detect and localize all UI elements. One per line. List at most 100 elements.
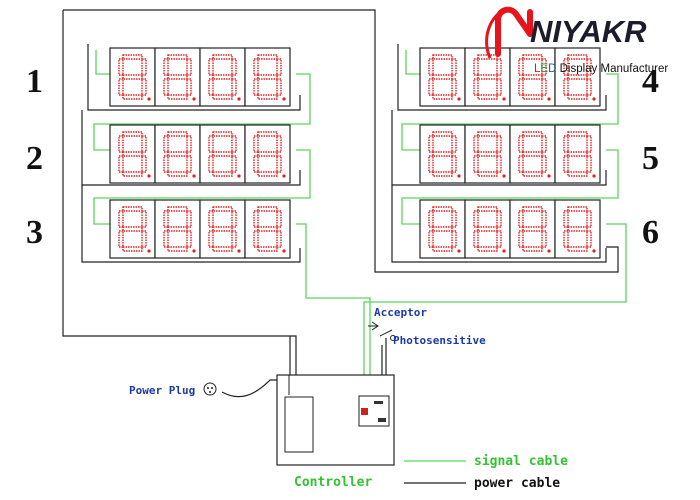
led-segment [522,131,543,137]
led-segment [477,131,498,137]
row-number-6: 6 [642,214,659,251]
power-cable-row5 [391,110,607,186]
digit-module [244,124,291,184]
led-segment [167,246,188,252]
led-segment [122,206,143,212]
digit-module [464,124,511,184]
signal-row3-to-controller [296,223,371,395]
led-segment [522,206,543,212]
led-segment [567,226,588,232]
led-segment [257,246,278,252]
led-segment [432,206,453,212]
power-plug-cable [221,379,279,398]
led-segment [122,226,143,232]
led-dot [282,97,286,101]
digit-frame [109,124,156,184]
power-supply-unit [284,396,314,453]
led-dot [457,174,461,178]
row-number-1: 1 [26,63,43,100]
power-cable-row4 [397,44,607,111]
digit-frame [554,47,601,107]
digit-frame [554,199,601,259]
led-segment [212,94,233,100]
brand-logo: NIYAKR LED Display Manufacturer [485,6,668,75]
power-cable-row2 [81,110,301,186]
digit-frame [244,47,291,107]
digit-frame [244,199,291,259]
digit-module [154,47,201,107]
led-segment [477,206,498,212]
led-segment [567,151,588,157]
brand-tagline-rest: Display Manufacturer [556,63,668,75]
led-dot [147,174,151,178]
led-dot [457,249,461,253]
digit-frame [199,199,246,259]
led-dot [547,174,551,178]
led-segment [432,171,453,177]
led-segment [122,151,143,157]
display-panel-3 [109,199,291,259]
led-segment [567,74,588,80]
display-panel-5 [419,124,601,184]
power-cable-row3 [81,185,301,263]
led-dot [457,97,461,101]
digit-frame [154,199,201,259]
led-segment [167,171,188,177]
led-segment [167,226,188,232]
digit-frame [109,47,156,107]
led-segment [167,54,188,60]
led-segment [257,54,278,60]
led-segment [477,246,498,252]
led-segment [122,74,143,80]
digit-module [244,47,291,107]
digit-module [419,124,466,184]
digit-module [109,199,156,259]
led-dot [237,249,241,253]
signal-in-row1 [95,50,115,75]
led-segment [477,54,498,60]
led-segment [522,246,543,252]
led-segment [567,171,588,177]
power-cable-row1 [87,44,301,111]
led-segment [477,94,498,100]
led-segment [567,246,588,252]
acceptor-icon [368,321,379,331]
display-panel-6 [419,199,601,259]
digit-module [464,47,511,107]
led-segment [122,246,143,252]
led-dot [147,97,151,101]
led-dot [502,249,506,253]
led-dot [592,97,596,101]
row-number-4: 4 [642,63,659,100]
led-segment [432,246,453,252]
brand-tagline-l: L [534,63,541,75]
led-segment [567,131,588,137]
led-segment [122,171,143,177]
digit-frame [464,47,511,107]
led-segment [122,131,143,137]
legend: signal cable power cable [404,454,568,491]
led-segment [257,74,278,80]
led-segment [212,206,233,212]
led-segment [432,151,453,157]
led-segment [477,171,498,177]
power-cable-lines [62,9,619,413]
led-segment [167,74,188,80]
power-cable-left-feed [62,10,297,395]
controller-label: Controller [294,475,372,490]
brand-tagline: LED Display Manufacturer [534,63,668,75]
led-segment [522,74,543,80]
led-segment [257,131,278,137]
digit-frame [199,47,246,107]
digit-module [199,199,246,259]
signal-in-row4 [405,50,424,75]
digit-frame [509,47,556,107]
brand-name: NIYAKR [530,14,647,49]
led-segment [567,206,588,212]
led-segment [477,226,498,232]
digit-module [554,47,601,107]
led-segment [212,74,233,80]
digit-frame [244,124,291,184]
led-dot [282,249,286,253]
